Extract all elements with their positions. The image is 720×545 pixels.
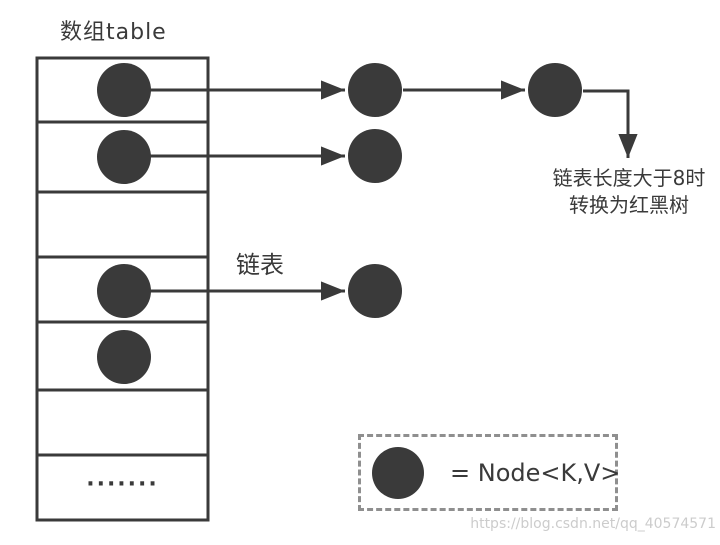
legend-text: = Node<K,V> xyxy=(450,458,621,487)
treeify-caption-line2: 转换为红黑树 xyxy=(569,193,689,217)
treeify-caption-line1: 链表长度大于8时 xyxy=(552,166,706,190)
array-ellipsis: ······· xyxy=(86,472,159,497)
chain-node-circle xyxy=(348,129,402,183)
array-table-grid xyxy=(35,56,210,522)
bucket-node-circle xyxy=(97,330,151,384)
chain-node-circle xyxy=(348,264,402,318)
pointer-arrow xyxy=(583,89,638,158)
legend-box: = Node<K,V> xyxy=(358,434,621,511)
chain-node-circle xyxy=(348,63,402,117)
bucket-node-circle xyxy=(97,130,151,184)
watermark: https://blog.csdn.net/qq_40574571 xyxy=(470,516,716,532)
array-table-title: 数组table xyxy=(60,20,167,45)
linked-list-label: 链表 xyxy=(236,251,284,279)
treeify-caption: 链表长度大于8时 转换为红黑树 xyxy=(531,165,720,219)
chain-node-circle xyxy=(528,63,582,117)
node-circle-icon xyxy=(372,446,424,499)
bucket-node-circle xyxy=(97,264,151,318)
bucket-node-circle xyxy=(97,63,151,117)
diagram-shapes xyxy=(35,56,638,522)
